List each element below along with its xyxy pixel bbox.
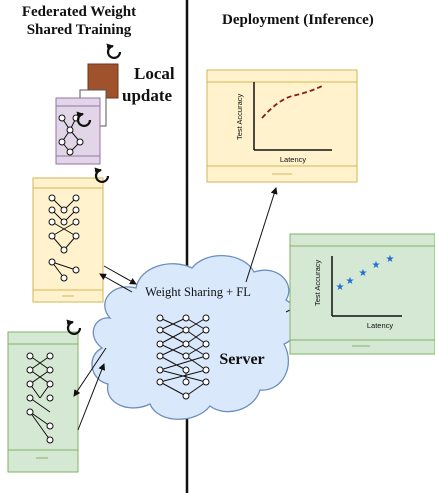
- chart-bottom: ★★★★★ Test Accuracy Latency: [313, 254, 402, 330]
- deploy-device-yellow: [206, 69, 358, 183]
- chart-top-ylabel: Test Accuracy: [235, 93, 244, 140]
- chart-bottom-marker: ★: [386, 254, 395, 265]
- refresh-icon: [66, 319, 82, 335]
- refresh-icon: [76, 111, 92, 127]
- chart-bottom-marker: ★: [372, 260, 381, 271]
- cloud-label: Weight Sharing + FL: [145, 285, 251, 299]
- left-title-line1: Federated Weight: [21, 4, 137, 20]
- deploy-device-green: [289, 233, 435, 355]
- refresh-icon: [94, 167, 110, 183]
- chart-bottom-marker: ★: [336, 282, 345, 293]
- chart-bottom-marker: ★: [346, 276, 355, 287]
- phone-yellow-left: [32, 177, 104, 303]
- chart-bottom-xlabel: Latency: [367, 321, 394, 330]
- phone-stack: [55, 63, 119, 165]
- chart-top-xlabel: Latency: [280, 155, 307, 164]
- server-network: [156, 314, 210, 400]
- chart-top: Test Accuracy Latency: [235, 82, 332, 164]
- local-update-line1: Local: [134, 64, 175, 83]
- left-title-line2: Shared Training: [26, 22, 132, 38]
- local-update-line2: update: [122, 86, 173, 105]
- chart-top-curve: [261, 85, 323, 119]
- phone-purple: [55, 97, 101, 165]
- phone-green-left: [7, 331, 79, 473]
- chart-bottom-marker: ★: [359, 268, 368, 279]
- refresh-icon: [106, 43, 122, 59]
- server-label: Server: [219, 351, 264, 368]
- right-title: Deployment (Inference): [222, 12, 374, 28]
- phone-green-left-network: [26, 352, 54, 444]
- chart-bottom-ylabel: Test Accuracy: [313, 259, 322, 306]
- phone-yellow-left-network: [48, 194, 80, 282]
